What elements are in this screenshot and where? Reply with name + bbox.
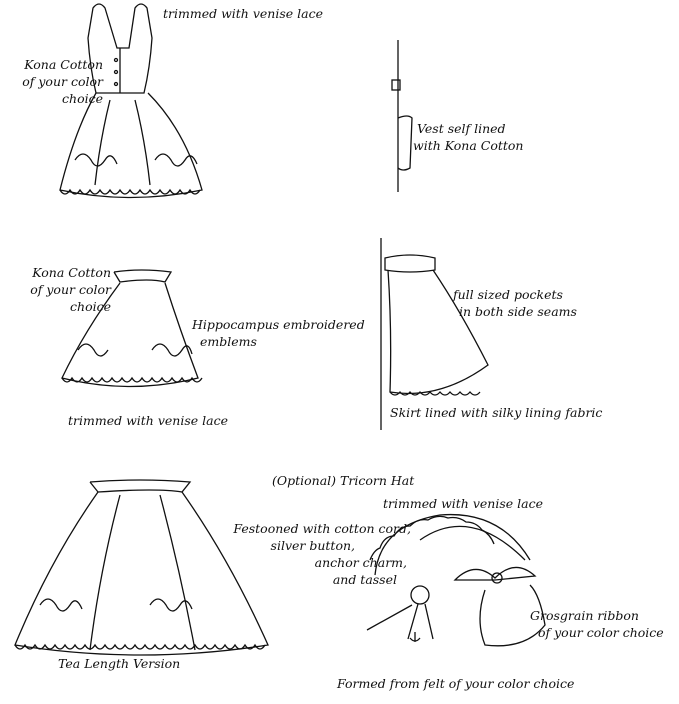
skirt-trim-label: trimmed with venise lace: [68, 413, 228, 428]
label-line: and tassel: [332, 572, 397, 587]
label-line: in both side seams: [459, 304, 577, 319]
label-line: emblems: [200, 334, 257, 349]
label-line: choice: [70, 299, 111, 314]
skirt-front-illustration: [61, 269, 203, 388]
vest-lining-label: Vest self lined with Kona Cotton: [413, 120, 523, 154]
dress-front-illustration: [59, 3, 203, 199]
label-line: Festooned with cotton cord,: [233, 521, 411, 536]
label-line: Hippocampus embroidered: [192, 317, 365, 332]
hat-trim-label: trimmed with venise lace: [383, 496, 543, 511]
pockets-label: full sized pockets in both side seams: [453, 286, 577, 320]
tea-length-label: Tea Length Version: [58, 656, 181, 671]
label-line: of your color: [30, 282, 111, 297]
dress-trim-label: trimmed with venise lace: [163, 6, 323, 21]
tea-length-illustration: [14, 479, 269, 656]
label-line: of your color: [22, 74, 103, 89]
hat-festoon-label: Festooned with cotton cord, silver butto…: [233, 520, 411, 588]
felt-label: Formed from felt of your color choice: [337, 676, 575, 691]
hat-title: (Optional) Tricorn Hat: [272, 473, 415, 488]
skirt-side-illustration: [380, 238, 489, 430]
label-line: full sized pockets: [453, 287, 563, 302]
tricorn-hat-illustration: [366, 513, 546, 647]
label-line: Kona Cotton: [24, 57, 103, 72]
skirt-fabric-label: Kona Cotton of your color choice: [30, 264, 111, 315]
label-line: Kona Cotton: [32, 265, 111, 280]
lining-label: Skirt lined with silky lining fabric: [390, 405, 603, 420]
emblem-label: Hippocampus embroidered emblems: [192, 316, 365, 350]
label-line: choice: [62, 91, 103, 106]
ribbon-label: Grosgrain ribbon of your color choice: [530, 607, 664, 641]
label-line: Grosgrain ribbon: [530, 608, 639, 623]
label-line: with Kona Cotton: [413, 138, 524, 153]
dress-side-illustration: [391, 40, 413, 192]
label-line: Vest self lined: [417, 121, 506, 136]
dress-fabric-label: Kona Cotton of your color choice: [22, 56, 103, 107]
label-line: silver button,: [270, 538, 355, 553]
label-line: of your color choice: [538, 625, 664, 640]
label-line: anchor charm,: [314, 555, 407, 570]
